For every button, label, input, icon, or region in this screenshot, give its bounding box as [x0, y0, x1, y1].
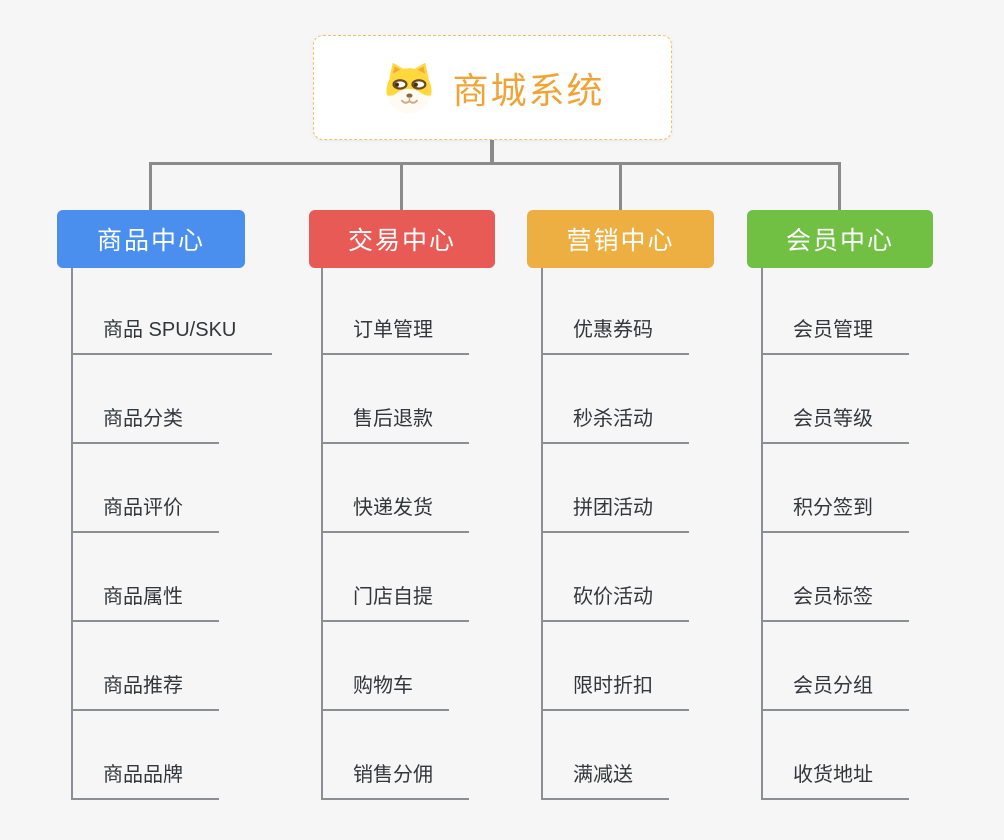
- connector-stub-branch-4: [838, 164, 841, 210]
- leaf-node[interactable]: 满减送: [541, 758, 669, 800]
- connector-trunk-vertical: [490, 139, 494, 164]
- leaf-node[interactable]: 拼团活动: [541, 491, 689, 533]
- leaf-node[interactable]: 秒杀活动: [541, 402, 689, 444]
- leaf-node[interactable]: 会员标签: [761, 580, 909, 622]
- leaf-node[interactable]: 门店自提: [321, 580, 469, 622]
- leaf-node[interactable]: 商品属性: [71, 580, 219, 622]
- leaf-node[interactable]: 快递发货: [321, 491, 469, 533]
- branch-header-trade-center[interactable]: 交易中心: [309, 210, 495, 268]
- connector-stub-branch-2: [400, 164, 403, 210]
- leaf-node[interactable]: 收货地址: [761, 758, 909, 800]
- leaf-node[interactable]: 商品品牌: [71, 758, 219, 800]
- leaf-node[interactable]: 会员等级: [761, 402, 909, 444]
- leaf-node[interactable]: 购物车: [321, 669, 449, 711]
- branch-2-child-connector: [321, 268, 323, 800]
- connector-stub-branch-3: [619, 164, 622, 210]
- leaf-node[interactable]: 积分签到: [761, 491, 909, 533]
- leaf-node[interactable]: 销售分佣: [321, 758, 469, 800]
- branch-label: 营销中心: [566, 227, 675, 255]
- leaf-node[interactable]: 售后退款: [321, 402, 469, 444]
- branch-header-member-center[interactable]: 会员中心: [747, 210, 933, 268]
- branch-label: 会员中心: [785, 227, 894, 255]
- branch-4-child-connector: [761, 268, 763, 800]
- shiba-dog-icon: [380, 61, 438, 115]
- leaf-node[interactable]: 优惠券码: [541, 313, 689, 355]
- branch-label: 交易中心: [347, 227, 456, 255]
- leaf-node[interactable]: 会员分组: [761, 669, 909, 711]
- branch-1-child-connector: [71, 268, 73, 800]
- branch-3-child-connector: [541, 268, 543, 800]
- leaf-node[interactable]: 商品 SPU/SKU: [71, 313, 273, 355]
- leaf-node[interactable]: 订单管理: [321, 313, 469, 355]
- connector-trunk-horizontal: [149, 162, 841, 165]
- branch-header-marketing-center[interactable]: 营销中心: [527, 210, 714, 268]
- root-title: 商城系统: [452, 69, 605, 111]
- connector-stub-branch-1: [149, 164, 152, 210]
- branch-label: 商品中心: [96, 227, 205, 255]
- leaf-node[interactable]: 商品推荐: [71, 669, 219, 711]
- branch-header-product-center[interactable]: 商品中心: [57, 210, 245, 268]
- leaf-node[interactable]: 限时折扣: [541, 669, 689, 711]
- leaf-node[interactable]: 会员管理: [761, 313, 909, 355]
- leaf-node[interactable]: 商品分类: [71, 402, 219, 444]
- leaf-node[interactable]: 砍价活动: [541, 580, 689, 622]
- root-node-mall-system[interactable]: 商城系统: [313, 35, 672, 140]
- leaf-node[interactable]: 商品评价: [71, 491, 219, 533]
